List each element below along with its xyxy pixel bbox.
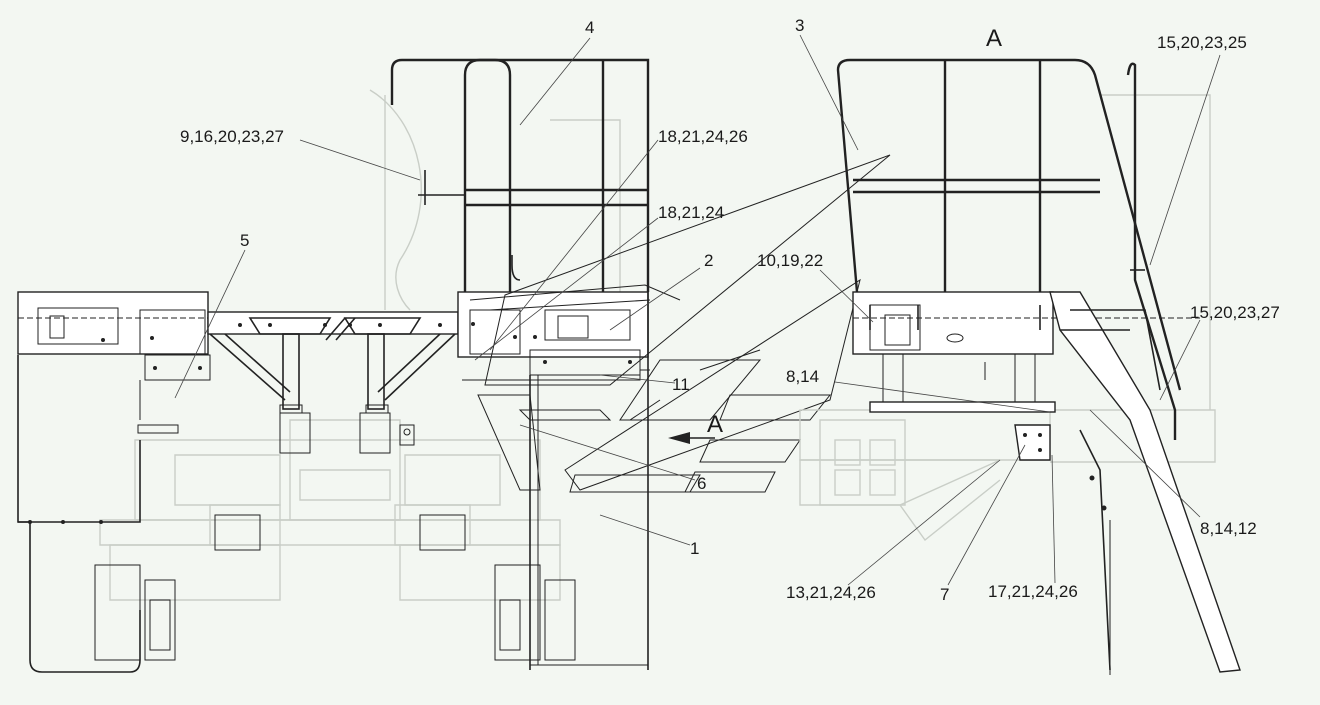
callout-18-21-24-26: 18,21,24,26 [658, 127, 748, 146]
lower-wheel-assembly-left [94, 514, 576, 661]
callout-15-20-23-25: 15,20,23,25 [1157, 33, 1247, 52]
callout-15-20-23-27: 15,20,23,27 [1190, 303, 1280, 322]
section-arrow-label: A [707, 411, 723, 438]
callout-7: 7 [940, 585, 949, 604]
callout-9-16-20-23-27: 9,16,20,23,27 [180, 127, 284, 146]
callout-5: 5 [240, 231, 249, 250]
callout-13-21-24-26: 13,21,24,26 [786, 583, 876, 602]
callout-3: 3 [795, 16, 804, 35]
callout-11: 11 [672, 375, 690, 394]
callout-17-21-24-26: 17,21,24,26 [988, 582, 1078, 601]
leader-lines [174, 34, 1221, 586]
chassis-outline-left [99, 89, 621, 601]
section-outline [462, 284, 681, 491]
platform-railing-right [836, 58, 1200, 440]
section-sketch [484, 154, 891, 493]
callout-8-14-12: 8,14,12 [1200, 519, 1257, 538]
callout-2: 2 [704, 251, 713, 270]
chassis-outline-right [799, 94, 1216, 542]
callout-10-19-22: 10,19,22 [757, 251, 823, 270]
mounting-bracket [1014, 424, 1051, 461]
callout-8-14: 8,14 [786, 367, 819, 386]
callout-6: 6 [697, 474, 706, 493]
view-title: A [986, 25, 1002, 52]
support-truss [207, 311, 459, 454]
callout-1: 1 [690, 539, 699, 558]
stair-ladder [1049, 291, 1241, 675]
callout-18-21-24: 18,21,24 [658, 203, 724, 222]
platform-railing-left [390, 58, 650, 670]
left-side-housing [17, 355, 141, 673]
callout-4: 4 [585, 18, 594, 37]
